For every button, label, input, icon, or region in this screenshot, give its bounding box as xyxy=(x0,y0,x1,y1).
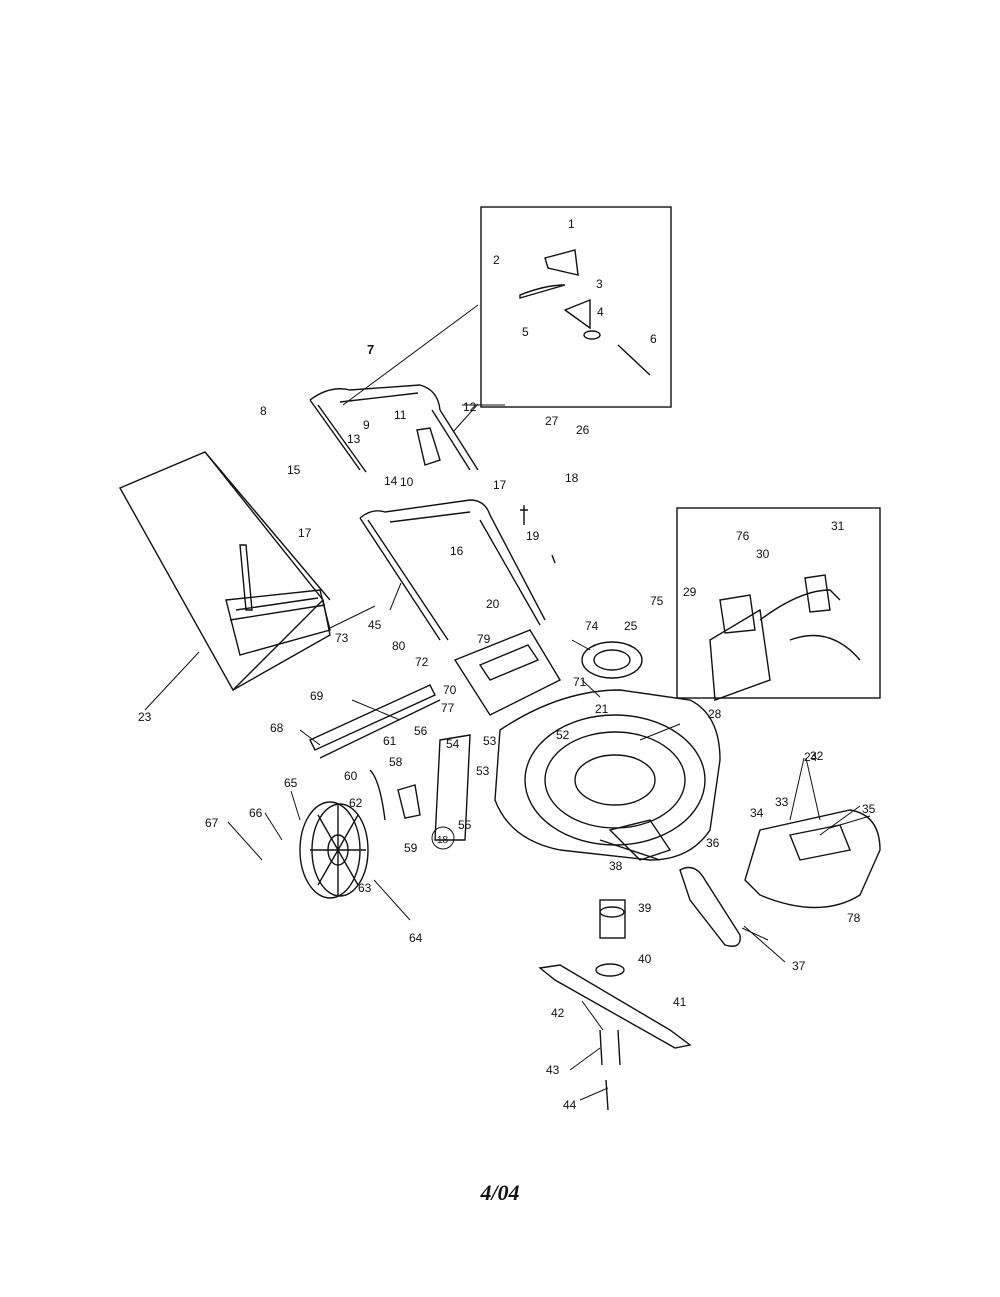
callout-label: 10 xyxy=(400,475,414,489)
callout-label: 24 xyxy=(804,750,818,764)
callout-label: 64 xyxy=(409,931,423,945)
callout-label: 53 xyxy=(483,734,497,748)
callout-label: 67 xyxy=(205,816,219,830)
callout-label: 41 xyxy=(673,995,687,1009)
mower-deck xyxy=(494,689,721,861)
callout-label: 21 xyxy=(595,702,609,716)
callouts: 1 2 3 4 5 6 7 8 9 10 11 12 13 14 15 16 1… xyxy=(138,217,876,1112)
callout-label: 14 xyxy=(384,474,398,488)
callout-label: 75 xyxy=(650,594,664,608)
callout-label: 62 xyxy=(349,796,363,810)
rear-plate xyxy=(453,629,561,716)
callout-label: 2 xyxy=(493,253,500,267)
callout-label: 26 xyxy=(576,423,590,437)
callout-label: 15 xyxy=(287,463,301,477)
callout-label: 1 xyxy=(568,217,575,231)
lower-handle xyxy=(359,499,546,641)
inset-box-rear-door xyxy=(676,507,881,699)
callout-label: 80 xyxy=(392,639,406,653)
callout-label: 18 xyxy=(437,835,449,846)
callout-label: 73 xyxy=(335,631,349,645)
callout-label: 78 xyxy=(847,911,861,925)
callout-label: 58 xyxy=(389,755,403,769)
callout-label: 34 xyxy=(750,806,764,820)
discharge-cover xyxy=(744,809,881,909)
callout-label: 44 xyxy=(563,1098,577,1112)
callout-label: 42 xyxy=(551,1006,565,1020)
callout-label: 18 xyxy=(565,471,579,485)
callout-label: 32 xyxy=(810,749,824,763)
inset-box-controls xyxy=(480,206,672,408)
belt xyxy=(679,866,741,947)
callout-label: 6 xyxy=(650,332,657,346)
blade xyxy=(538,964,692,1049)
callout-label: 71 xyxy=(573,675,587,689)
callout-label: 72 xyxy=(415,655,429,669)
callout-label: 40 xyxy=(638,952,652,966)
callout-label: 70 xyxy=(443,683,457,697)
callout-label: 59 xyxy=(404,841,418,855)
callout-label: 65 xyxy=(284,776,298,790)
upper-handle xyxy=(309,384,479,473)
callout-label: 13 xyxy=(347,432,361,446)
callout-label: 79 xyxy=(477,632,491,646)
callout-label: 39 xyxy=(638,901,652,915)
callout-label: 68 xyxy=(270,721,284,735)
callout-label: 60 xyxy=(344,769,358,783)
callout-label: 53 xyxy=(476,764,490,778)
callout-label: 3 xyxy=(596,277,603,291)
callout-label: 31 xyxy=(831,519,845,533)
page-date-code: 4/04 xyxy=(480,1180,520,1205)
rear-bar xyxy=(309,684,436,751)
callout-label: 35 xyxy=(862,802,876,816)
callout-label: 17 xyxy=(493,478,507,492)
callout-label: 37 xyxy=(792,959,806,973)
callout-label: 12 xyxy=(463,400,477,414)
callout-label: 33 xyxy=(775,795,789,809)
callout-label: 69 xyxy=(310,689,324,703)
callout-label: 56 xyxy=(414,724,428,738)
callout-label: 66 xyxy=(249,806,263,820)
callout-label: 55 xyxy=(458,818,472,832)
callout-label: 61 xyxy=(383,734,397,748)
grass-bag xyxy=(119,451,331,692)
callout-label: 16 xyxy=(450,544,464,558)
callout-label: 4 xyxy=(597,305,604,319)
callout-label: 29 xyxy=(683,585,697,599)
callout-label: 45 xyxy=(368,618,382,632)
callout-label: 5 xyxy=(522,325,529,339)
callout-label: 8 xyxy=(260,404,267,418)
callout-label: 52 xyxy=(556,728,570,742)
callout-label: 20 xyxy=(486,597,500,611)
callout-label: 19 xyxy=(526,529,540,543)
callout-label: 63 xyxy=(358,881,372,895)
callout-label: 28 xyxy=(708,707,722,721)
wheel xyxy=(299,801,369,899)
callout-label: 77 xyxy=(441,701,455,715)
callout-label: 76 xyxy=(736,529,750,543)
callout-label: 74 xyxy=(585,619,599,633)
callout-label: 7 xyxy=(367,342,374,357)
callout-label: 36 xyxy=(706,836,720,850)
callout-label: 38 xyxy=(609,859,623,873)
callout-label: 11 xyxy=(394,408,407,422)
callout-label: 17 xyxy=(298,526,312,540)
callout-label: 25 xyxy=(624,619,638,633)
callout-label: 30 xyxy=(756,547,770,561)
callout-label: 9 xyxy=(363,418,370,432)
callout-label: 54 xyxy=(446,737,460,751)
callout-label: 43 xyxy=(546,1063,560,1077)
callout-label: 23 xyxy=(138,710,152,724)
callout-label: 27 xyxy=(545,414,559,428)
